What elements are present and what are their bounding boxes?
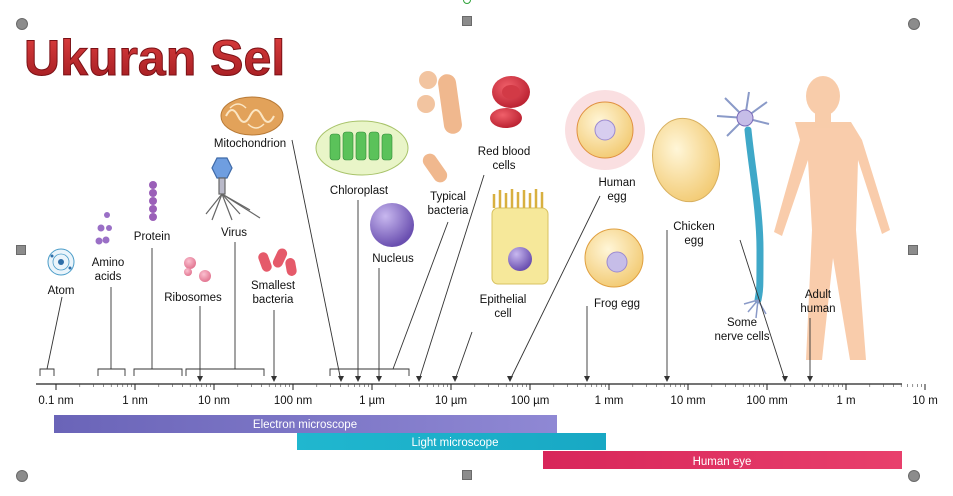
- label-ribosomes: Ribosomes: [164, 292, 222, 304]
- scale-tick-label: 10 mm: [670, 395, 705, 407]
- resize-handle-middle-left[interactable]: [16, 245, 26, 255]
- label-amino-1: Amino: [92, 257, 125, 269]
- electron-microscope-label: Electron microscope: [253, 419, 357, 431]
- scale-tick-label: 0.1 nm: [38, 395, 73, 407]
- label-mitochondrion: Mitochondrion: [214, 138, 286, 150]
- epithelial-cell-icon: [491, 189, 549, 285]
- label-atom: Atom: [48, 285, 75, 297]
- protein-icon: [149, 181, 157, 221]
- label-chloroplast: Chloroplast: [330, 185, 389, 197]
- nucleus-icon: [370, 203, 414, 247]
- label-frog-egg: Frog egg: [594, 298, 640, 310]
- label-chicken-egg-2: egg: [684, 235, 703, 247]
- page-title: Ukuran Sel: [24, 30, 285, 86]
- label-rbc-2: cells: [492, 160, 515, 172]
- resize-handle-top-right[interactable]: [908, 18, 920, 30]
- resize-handle-bottom-right[interactable]: [908, 470, 920, 482]
- scale-tick-label: 10 m: [912, 395, 938, 407]
- frog-egg-icon: [584, 228, 644, 288]
- smallest-bacteria-icon: [258, 248, 297, 276]
- light-microscope-range: Light microscope: [297, 433, 606, 450]
- arrow-heads: [197, 376, 813, 382]
- resize-handle-bottom-center[interactable]: [462, 470, 472, 480]
- label-epithelial-1: Epithelial: [480, 294, 527, 306]
- label-typical-1: Typical: [430, 191, 466, 203]
- mitochondrion-icon: [220, 96, 284, 136]
- label-smallest-2: bacteria: [253, 294, 295, 306]
- scale-tick-label: 100 nm: [274, 395, 312, 407]
- scale-tick-label: 1 µm: [359, 395, 385, 407]
- label-nerve-1: Some: [727, 317, 757, 329]
- label-nucleus: Nucleus: [372, 253, 414, 265]
- chloroplast-icon: [315, 120, 409, 176]
- label-chicken-egg-1: Chicken: [673, 221, 715, 233]
- ribosomes-icon: [184, 257, 211, 282]
- human-eye-range: Human eye: [543, 451, 902, 469]
- label-smallest-1: Smallest: [251, 280, 296, 292]
- label-typical-2: bacteria: [428, 205, 470, 217]
- resize-handle-top-center[interactable]: [462, 16, 472, 26]
- label-amino-2: acids: [95, 271, 122, 283]
- pointer-lines: [39, 139, 811, 382]
- label-nerve-2: nerve cells: [715, 331, 770, 343]
- light-microscope-label: Light microscope: [412, 437, 499, 449]
- label-adult-1: Adult: [805, 289, 832, 301]
- label-protein: Protein: [134, 231, 170, 243]
- resize-handle-top-left[interactable]: [16, 18, 28, 30]
- virus-icon: [205, 157, 261, 221]
- nerve-cell-icon: [716, 91, 770, 319]
- human-eye-label: Human eye: [693, 456, 752, 468]
- label-human-egg-2: egg: [607, 191, 626, 203]
- label-rbc-1: Red blood: [478, 146, 530, 158]
- chicken-egg-icon: [652, 117, 720, 203]
- atom-icon: [47, 248, 75, 276]
- label-human-egg-1: Human: [598, 177, 635, 189]
- amino-acids-icon: [95, 212, 112, 245]
- red-blood-cells-icon: [490, 76, 530, 128]
- scale-tick-label: 100 µm: [511, 395, 550, 407]
- adult-human-icon: [774, 76, 890, 360]
- scale-tick-label: 1 nm: [122, 395, 148, 407]
- label-epithelial-2: cell: [494, 308, 511, 320]
- scale-tick-label: 10 µm: [435, 395, 467, 407]
- scale-tick-label: 1 m: [836, 395, 855, 407]
- scale-tick-label: 1 mm: [595, 395, 624, 407]
- resize-handle-bottom-left[interactable]: [16, 470, 28, 482]
- electron-microscope-range: Electron microscope: [54, 415, 557, 433]
- typical-bacteria-icon: [417, 71, 462, 183]
- scale-tick-label: 10 nm: [198, 395, 230, 407]
- human-egg-icon: [565, 90, 645, 170]
- scale-tick-label: 100 mm: [746, 395, 788, 407]
- label-virus: Virus: [221, 227, 247, 239]
- scale-ticks: 0.1 nm 1 nm 10 nm 100 nm 1 µm 10 µm 100 µm 1 mm…: [38, 384, 938, 407]
- resize-handle-middle-right[interactable]: [908, 245, 918, 255]
- label-adult-2: human: [800, 303, 835, 315]
